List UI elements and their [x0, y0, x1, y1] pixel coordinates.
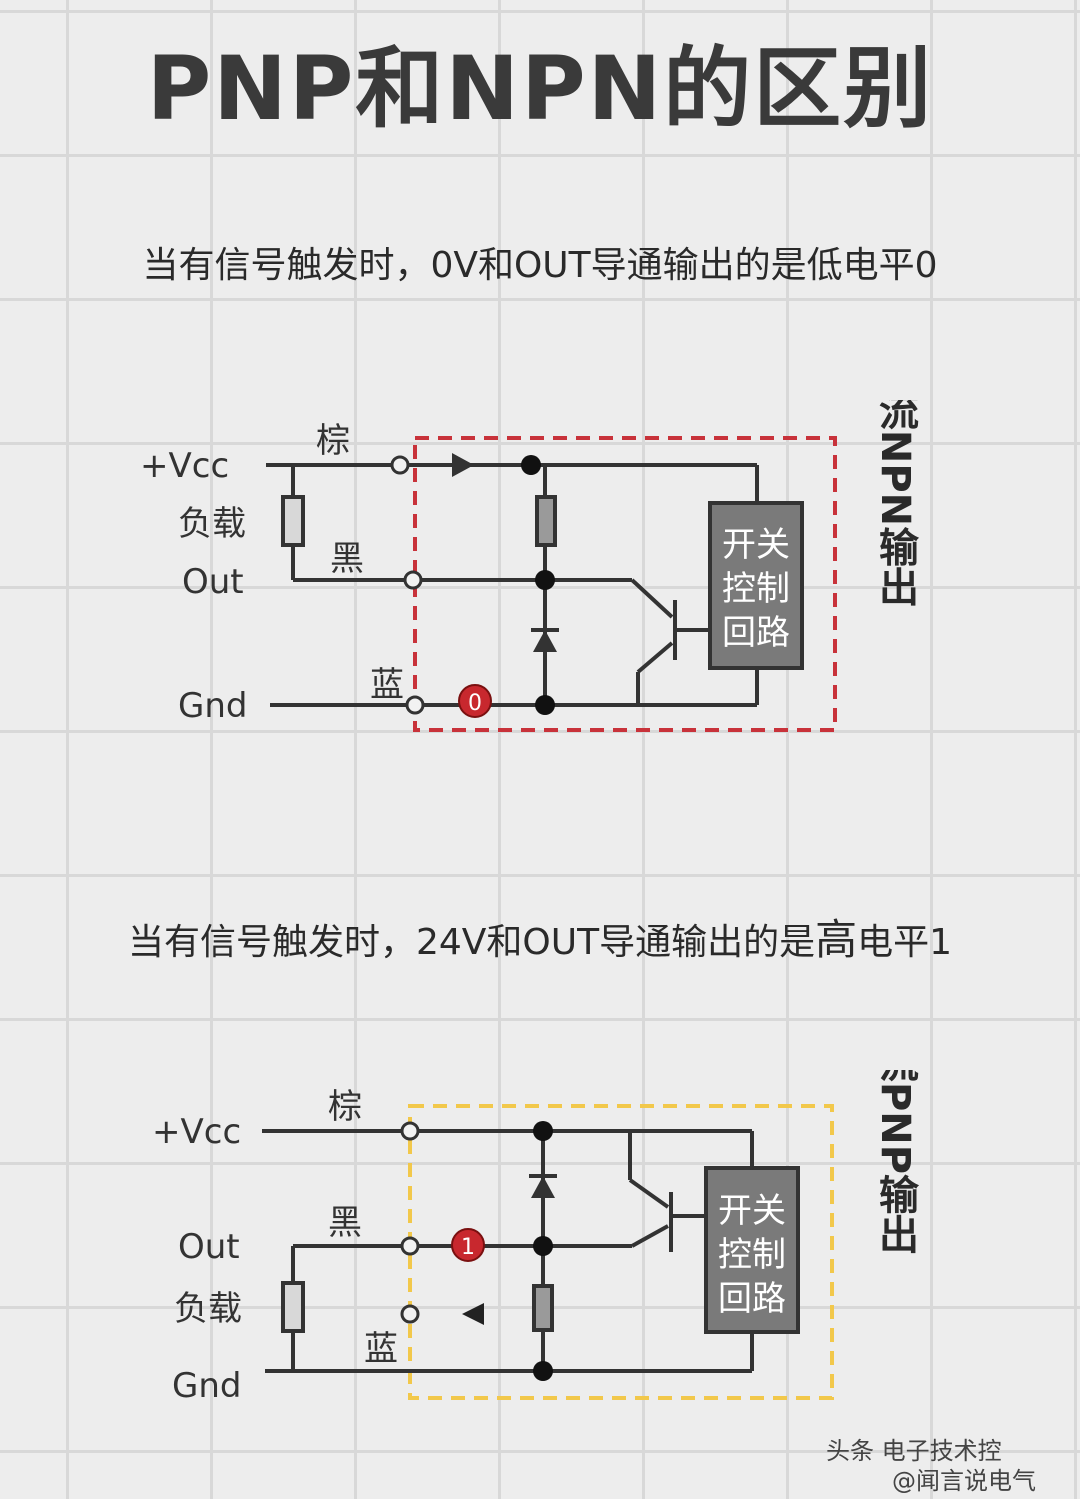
pnp-diode-icon	[531, 1176, 555, 1198]
pnp-gnd-label: Gnd	[172, 1366, 241, 1406]
npn-switch-control-box	[708, 501, 804, 670]
npn-pullup-resistor	[535, 495, 557, 547]
pnp-switch-control-box	[704, 1166, 800, 1334]
npn-signal-badge	[458, 684, 492, 718]
pnp-out-label: Out	[178, 1227, 240, 1267]
npn-caption: 当有信号触发时，0V和OUT导通输出的是低电平0	[142, 245, 938, 286]
npn-box-line2: 控制	[722, 569, 790, 609]
page-title: PNP和NPN的区别	[146, 37, 934, 140]
pnp-terminal-blue	[400, 1304, 420, 1324]
watermark-source: 头条	[826, 1437, 874, 1465]
watermark-account-top: 电子技术控	[881, 1437, 1002, 1465]
npn-brown-wire-label: 棕	[316, 421, 350, 461]
watermark-account-bottom: @闻言说电气	[892, 1467, 1036, 1495]
pnp-circuit-diagram: 开关 控制 回路 1 +Vcc Out 负载 Gnd 棕 黑 蓝 直流PNP输出	[152, 1070, 919, 1406]
npn-out-label: Out	[182, 562, 244, 602]
pnp-pulldown-resistor	[532, 1284, 554, 1332]
npn-arrow-icon	[452, 453, 474, 477]
pnp-terminal-black	[400, 1236, 420, 1256]
npn-side-label: 直流NPN输出	[872, 400, 919, 606]
npn-circuit-diagram: 开关 控制 回路 0 +Vcc 负载 Out Gnd 棕 黑 蓝 直流NPN输出	[140, 400, 919, 732]
pnp-load-label: 负载	[174, 1289, 242, 1329]
npn-terminal-brown	[390, 455, 410, 475]
pnp-caption-post: 电平1	[857, 922, 953, 963]
npn-load-resistor	[281, 495, 305, 547]
pnp-side-label: 直流PNP输出	[872, 1070, 919, 1254]
pnp-box-line3: 回路	[718, 1279, 786, 1319]
npn-terminal-blue	[405, 695, 425, 715]
npn-load-label: 负载	[178, 504, 246, 544]
pnp-signal-badge	[451, 1228, 485, 1262]
npn-terminal-black	[403, 570, 423, 590]
pnp-load-resistor	[281, 1281, 305, 1333]
pnp-blue-wire-label: 蓝	[364, 1329, 398, 1369]
watermark: 头条 电子技术控 @闻言说电气	[826, 1436, 1066, 1496]
pnp-terminal-brown	[400, 1121, 420, 1141]
pnp-box-line2: 控制	[718, 1235, 786, 1275]
npn-box-line1: 开关	[722, 525, 790, 565]
npn-diode-icon	[533, 630, 557, 652]
npn-vcc-label: +Vcc	[140, 446, 229, 486]
pnp-caption: 当有信号触发时，24V和OUT导通输出的是高电平1	[0, 906, 1080, 967]
pnp-box-line1: 开关	[718, 1191, 786, 1231]
pnp-brown-wire-label: 棕	[328, 1087, 362, 1127]
pnp-signal-value: 1	[461, 1235, 475, 1260]
npn-blue-wire-label: 蓝	[370, 665, 404, 705]
pnp-caption-hi: 高	[815, 915, 858, 964]
npn-signal-value: 0	[468, 691, 482, 716]
npn-box-line3: 回路	[722, 613, 790, 653]
pnp-black-wire-label: 黑	[328, 1203, 362, 1243]
npn-black-wire-label: 黑	[330, 539, 364, 579]
npn-gnd-label: Gnd	[178, 686, 247, 726]
pnp-caption-pre: 当有信号触发时，24V和OUT导通输出的是	[127, 922, 816, 963]
pnp-vcc-label: +Vcc	[152, 1112, 241, 1152]
pnp-dashed-frame	[408, 1104, 834, 1400]
pnp-arrow-icon	[462, 1303, 484, 1325]
